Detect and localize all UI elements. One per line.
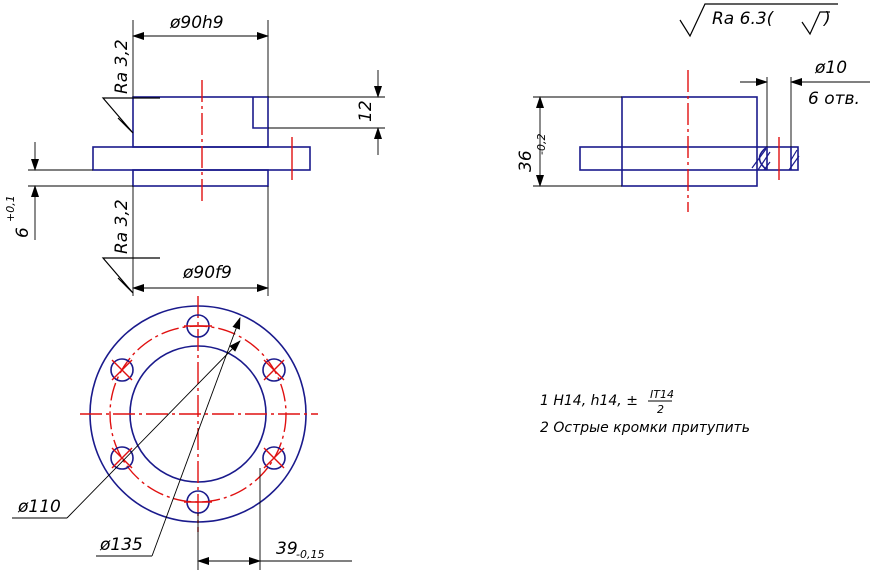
- hub-lower: [132, 169, 269, 187]
- side-hub: [621, 96, 758, 187]
- dim-135: ø135: [99, 535, 143, 555]
- roughness-top: Ra 3,2: [112, 39, 132, 94]
- dim-12: 12: [356, 100, 376, 122]
- note-2: 2 Острые кромки притупить: [540, 420, 750, 436]
- side-section: 36 -0,2 ø10 6 отв.: [516, 58, 870, 212]
- note-1: 1 H14, h14, ±: [540, 393, 638, 409]
- hub-upper: [132, 96, 269, 148]
- bolt-holes: [110, 314, 286, 514]
- dim-top-fit: ø90h9: [169, 13, 224, 33]
- dim-110: ø110: [17, 497, 61, 517]
- general-roughness: Ra 6.3( ): [679, 3, 838, 38]
- roughness-general-close: ): [822, 9, 831, 29]
- roughness-bottom: Ra 3,2: [112, 199, 132, 254]
- dim-bottom-fit: ø90f9: [182, 263, 232, 283]
- dim-39-tol: -0,15: [296, 548, 324, 561]
- note-1-num: IT14: [650, 388, 674, 401]
- dim-hole: ø10: [814, 58, 847, 78]
- dim-36: 36: [516, 150, 536, 172]
- dim-hole-count: 6 отв.: [808, 89, 860, 109]
- dim-39: 39: [276, 539, 298, 559]
- roughness-general: Ra 6.3(: [712, 9, 775, 29]
- dim-6: 6: [13, 227, 33, 238]
- front-view: ø90h9 ø90f9 Ra 3,2 Ra 3,2 12 6 +0,1: [4, 13, 385, 296]
- dim-36-tol: -0,2: [535, 134, 548, 155]
- notes: 1 H14, h14, ± IT14 2 2 Острые кромки при…: [540, 388, 750, 436]
- hub-step: [252, 97, 268, 129]
- note-1-den: 2: [657, 403, 664, 416]
- side-flange: [579, 146, 799, 171]
- dim-6-tol: +0,1: [4, 195, 17, 222]
- top-view: ø110 ø135 39 -0,15: [12, 296, 352, 570]
